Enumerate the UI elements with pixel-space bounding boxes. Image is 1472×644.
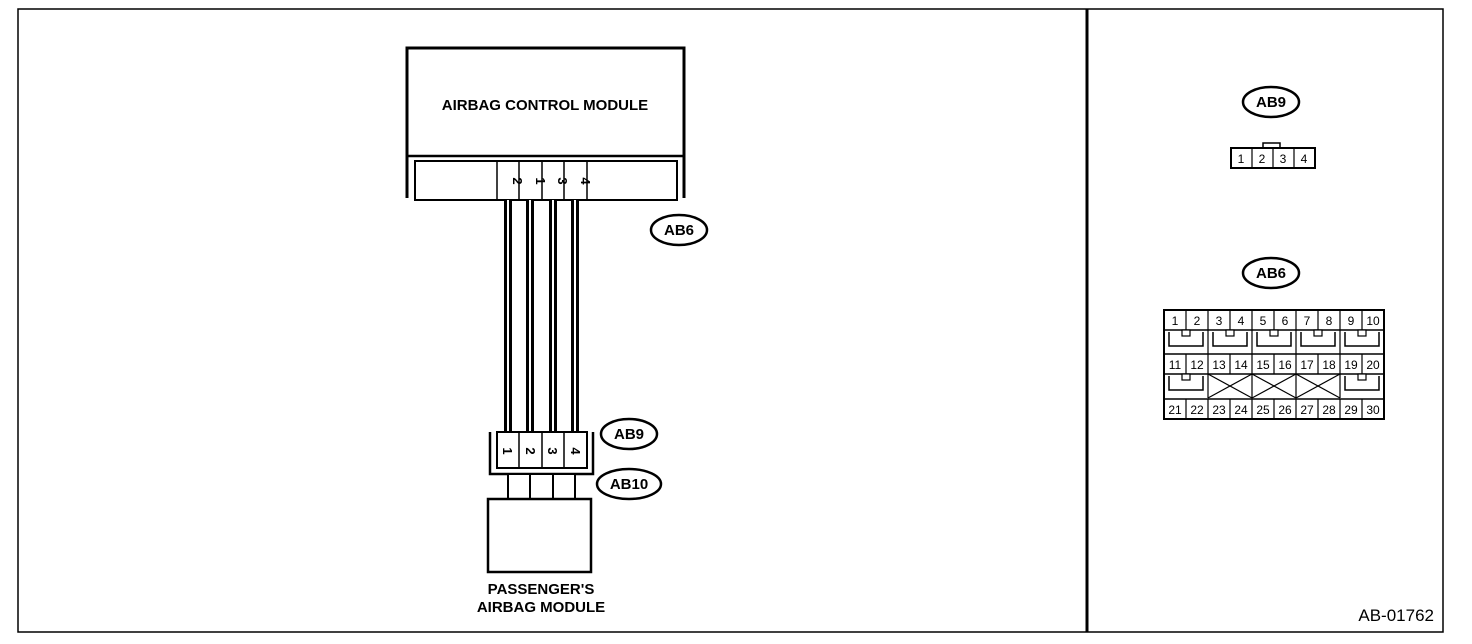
passenger-module-title-line1: PASSENGER'S (488, 581, 595, 598)
ab6-latch-tab (1357, 329, 1367, 337)
airbag-control-module: AIRBAG CONTROL MODULE 2 1 3 4 (405, 46, 686, 201)
ab9-face-pin: 2 (1259, 152, 1266, 166)
ab6-face-pin: 29 (1344, 403, 1358, 417)
ab6-face-pin: 6 (1282, 314, 1289, 328)
ab6-blank-cross (1295, 373, 1341, 399)
outer-frame (17, 8, 1444, 633)
ab6-callout: AB6 (649, 213, 709, 247)
ab9-face-view: AB9 1 2 3 4 (1230, 85, 1316, 169)
wire-harness (504, 200, 579, 432)
ab6-face-pin: 8 (1326, 314, 1333, 328)
ab6-face-pin: 7 (1304, 314, 1311, 328)
acm-pin-label: 1 (533, 177, 548, 184)
ab6-face-pin: 19 (1344, 358, 1358, 372)
ab6-face-pin: 10 (1366, 314, 1380, 328)
acm-pin-label: 2 (510, 177, 525, 184)
ab9-pin-label: 4 (568, 447, 583, 455)
ab6-face-pin: 13 (1212, 358, 1226, 372)
ab6-latch (1344, 376, 1380, 391)
ab6-face-pin: 30 (1366, 403, 1380, 417)
ab9-callout: AB9 (599, 417, 659, 451)
ab6-latch-tab (1181, 329, 1191, 337)
ab6-face-pin: 12 (1190, 358, 1204, 372)
acm-pin-label: 3 (555, 177, 570, 184)
ab10-label: AB10 (610, 476, 648, 493)
ab9-face-pin: 3 (1280, 152, 1287, 166)
ab6-face-pin: 1 (1172, 314, 1179, 328)
ab9-face-pin: 1 (1238, 152, 1245, 166)
ab6-face-pin: 24 (1234, 403, 1248, 417)
ab6-latch (1300, 332, 1336, 347)
ab6-face-pin: 2 (1194, 314, 1201, 328)
passenger-module-title-line2: AIRBAG MODULE (477, 599, 605, 616)
control-module-title: AIRBAG CONTROL MODULE (442, 97, 648, 114)
ab6-latch-tab (1269, 329, 1279, 337)
ab6-latch-tab (1181, 373, 1191, 381)
ab6-face-pin: 11 (1169, 358, 1182, 372)
ab6-face-pin: 27 (1300, 403, 1314, 417)
ab9-pin-label: 2 (523, 447, 538, 454)
ab6-face-label: AB6 (1256, 265, 1286, 282)
ab6-face-pin: 23 (1212, 403, 1226, 417)
ab9-face-label: AB9 (1256, 94, 1286, 111)
figure-id: AB-01762 (1358, 606, 1434, 625)
ab6-face-pin: 20 (1366, 358, 1380, 372)
ab6-face-pin: 26 (1278, 403, 1292, 417)
ab6-face-pin: 9 (1348, 314, 1355, 328)
ab6-face-pin: 17 (1300, 358, 1314, 372)
ab6-blank-cross (1251, 373, 1297, 399)
passenger-airbag-module: PASSENGER'S AIRBAG MODULE (477, 497, 605, 616)
ab6-face-pin: 21 (1168, 403, 1182, 417)
ab9-face-pin: 4 (1301, 152, 1308, 166)
ab9-label: AB9 (614, 426, 644, 443)
ab9-pin-label: 1 (500, 447, 515, 454)
acm-pin-label: 4 (578, 177, 593, 185)
ab6-latch (1168, 376, 1204, 391)
ab6-latch (1168, 332, 1204, 347)
ab6-latch-tab (1357, 373, 1367, 381)
ab6-face-pin: 28 (1322, 403, 1336, 417)
ab6-face-pin: 22 (1190, 403, 1204, 417)
ab6-face-pin: 5 (1260, 314, 1267, 328)
ab6-face-pin: 16 (1278, 358, 1292, 372)
ab6-latch (1212, 332, 1248, 347)
ab6-latch (1344, 332, 1380, 347)
ab6-face-pin: 14 (1234, 358, 1248, 372)
ab6-latch-tab (1313, 329, 1323, 337)
ab9-connector: 1 2 3 4 (488, 431, 595, 476)
ab6-face-pin: 25 (1256, 403, 1270, 417)
ab6-face-pin: 15 (1256, 358, 1270, 372)
ab6-blank-cross (1207, 373, 1253, 399)
ab6-face-pin: 4 (1238, 314, 1245, 328)
ab6-pin-cells (496, 161, 588, 200)
ab10-callout: AB10 (595, 467, 663, 501)
ab10-leads (507, 473, 576, 501)
ab6-label: AB6 (664, 222, 694, 239)
ab6-face-pin: 18 (1322, 358, 1336, 372)
ab6-latch-tab (1225, 329, 1235, 337)
ab6-latch (1256, 332, 1292, 347)
ab6-face-pin: 3 (1216, 314, 1223, 328)
ab9-pin-label: 3 (545, 447, 560, 454)
